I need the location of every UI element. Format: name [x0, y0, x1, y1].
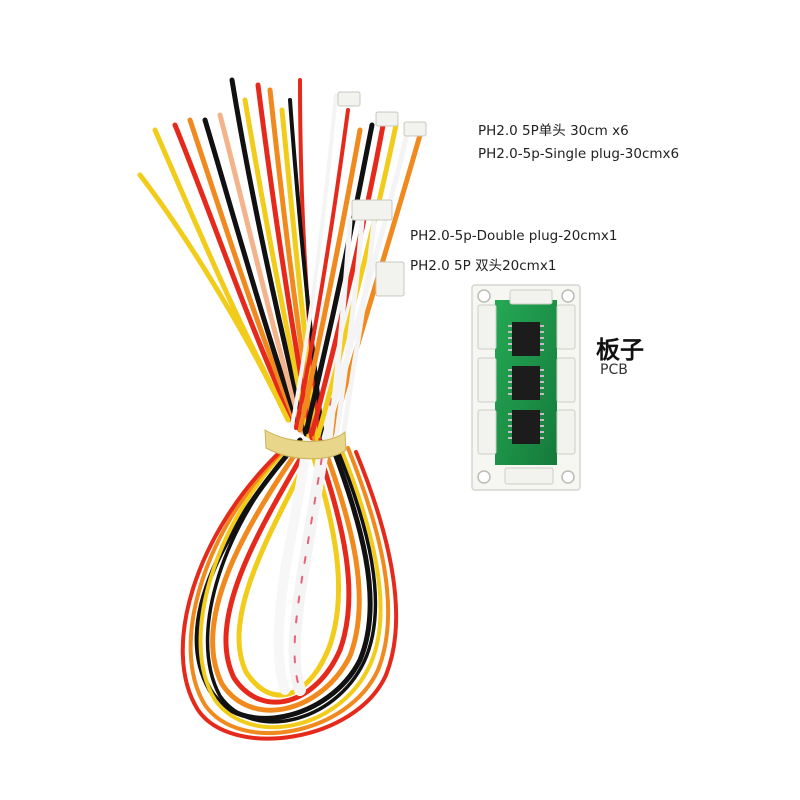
- wire-ends: [137, 77, 423, 448]
- connector-heads: [337, 91, 427, 297]
- single-plug-label-cn: PH2.0 5P单头 30cm x6: [478, 123, 629, 139]
- pcb-label-en: PCB: [600, 362, 628, 378]
- wire-bundle: [180, 294, 399, 741]
- pcb-label-cn: 板子: [596, 336, 644, 364]
- rubber-band: [264, 429, 347, 460]
- pcb-board: [471, 284, 581, 491]
- double-plug-label-en: PH2.0-5p-Double plug-20cmx1: [410, 228, 618, 244]
- double-plug-label-cn: PH2.0 5P 双头20cmx1: [410, 258, 557, 274]
- single-plug-label-en: PH2.0-5p-Single plug-30cmx6: [478, 146, 680, 162]
